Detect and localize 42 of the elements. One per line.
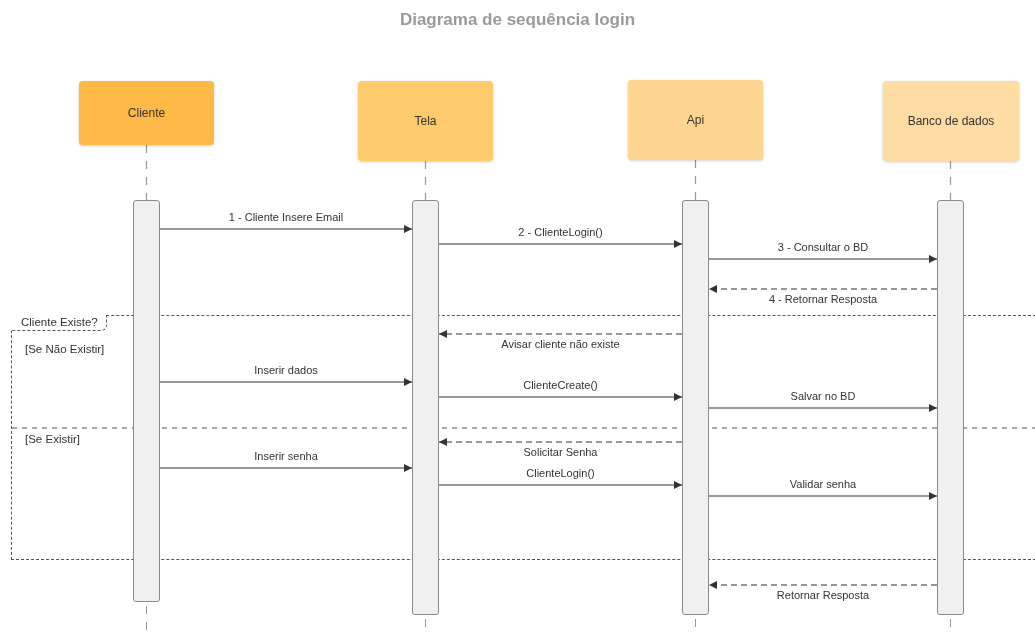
guard-condition: [Se Existir] [25, 433, 80, 445]
guard-condition: [Se Não Existir] [25, 343, 105, 355]
message-arrow [159, 464, 413, 472]
return-arrow [438, 438, 683, 446]
activation-bar [682, 200, 709, 615]
activation-bar [133, 200, 160, 602]
participant-box: Tela [358, 81, 493, 161]
edge-label: Avisar cliente não existe [499, 338, 622, 351]
participant-box: Cliente [79, 81, 214, 145]
participant-box: Api [628, 80, 763, 160]
message-arrow [159, 225, 413, 233]
edge-label: ClienteLogin() [524, 467, 597, 480]
lifeline [949, 160, 952, 201]
edge-label: 1 - Cliente Insere Email [226, 211, 346, 224]
edge-label: Validar senha [787, 478, 859, 491]
edge-label: 2 - ClienteLogin() [516, 226, 605, 239]
return-arrow [708, 285, 938, 293]
edge-label: Inserir senha [252, 450, 320, 463]
lifeline [694, 159, 697, 201]
message-arrow [438, 240, 683, 248]
edge-label: 4 - Retornar Resposta [766, 293, 880, 306]
message-arrow [438, 481, 683, 489]
edge-label: Retornar Resposta [774, 589, 872, 602]
edge-label: Solicitar Senha [521, 446, 600, 459]
lifeline [424, 160, 427, 201]
activation-bar [937, 200, 964, 615]
edge-label: Salvar no BD [788, 390, 858, 403]
edge-label: ClienteCreate() [521, 379, 600, 392]
message-arrow [708, 492, 938, 500]
fragment-label: Cliente Existe? [11, 315, 107, 331]
edge-label: Inserir dados [252, 364, 320, 377]
lifeline [145, 144, 148, 201]
edge-label: 3 - Consultar o BD [775, 241, 871, 254]
participant-box: Banco de dados [883, 81, 1019, 161]
diagram-title: Diagrama de sequência login [398, 10, 637, 30]
return-arrow [708, 581, 938, 589]
message-arrow [708, 255, 938, 263]
activation-bar [412, 200, 439, 615]
message-arrow [708, 404, 938, 412]
message-arrow [159, 378, 413, 386]
return-arrow [438, 330, 683, 338]
message-arrow [438, 393, 683, 401]
